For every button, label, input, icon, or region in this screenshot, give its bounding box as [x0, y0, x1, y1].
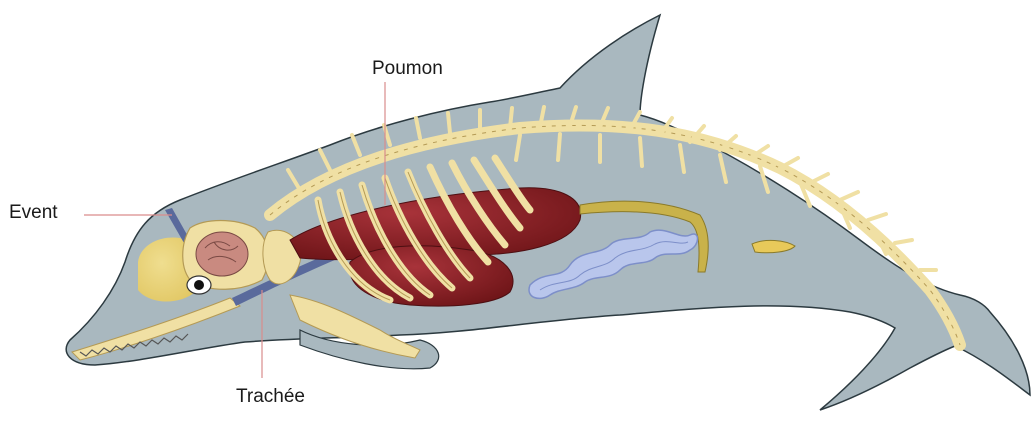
- brain: [196, 232, 248, 276]
- eye-icon: [187, 276, 211, 294]
- poumon-label: Poumon: [372, 58, 443, 80]
- trachee-label: Trachée: [236, 386, 305, 408]
- event-label: Event: [9, 202, 58, 224]
